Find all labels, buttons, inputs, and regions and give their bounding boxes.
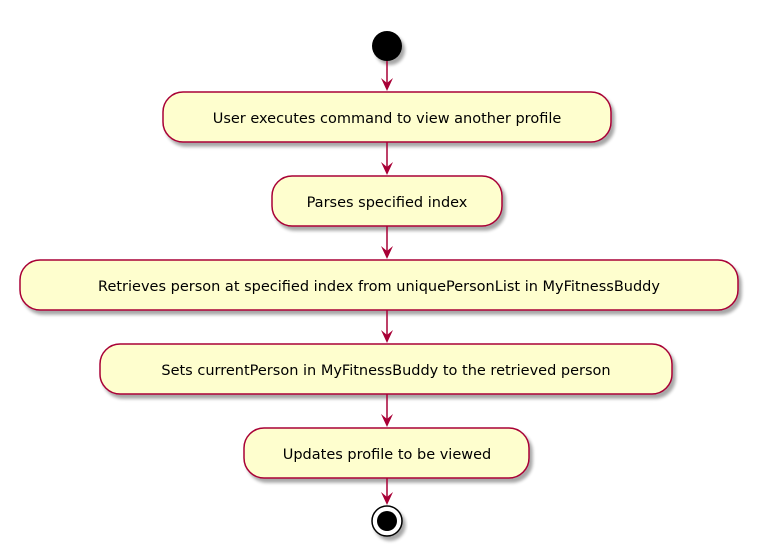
- action-node-1-label: User executes command to view another pr…: [213, 111, 562, 127]
- action-node-5-label: Updates profile to be viewed: [283, 447, 492, 463]
- action-node-1: User executes command to view another pr…: [162, 91, 612, 143]
- arrow-step-4-to-step-5: [381, 394, 393, 427]
- action-node-2: Parses specified index: [271, 175, 503, 227]
- action-node-5: Updates profile to be viewed: [243, 427, 530, 479]
- arrow-start-to-step-1: [381, 61, 393, 91]
- action-node-3-label: Retrieves person at specified index from…: [98, 279, 660, 295]
- end-node: [371, 505, 403, 537]
- arrow-step-5-to-end: [381, 478, 393, 505]
- arrow-step-2-to-step-3: [381, 226, 393, 259]
- action-node-2-label: Parses specified index: [307, 195, 468, 211]
- start-node: [372, 31, 402, 61]
- action-node-3: Retrieves person at specified index from…: [19, 259, 739, 311]
- arrow-step-1-to-step-2: [381, 142, 393, 175]
- action-node-4: Sets currentPerson in MyFitnessBuddy to …: [99, 343, 673, 395]
- action-node-4-label: Sets currentPerson in MyFitnessBuddy to …: [161, 363, 610, 379]
- arrow-step-3-to-step-4: [381, 310, 393, 343]
